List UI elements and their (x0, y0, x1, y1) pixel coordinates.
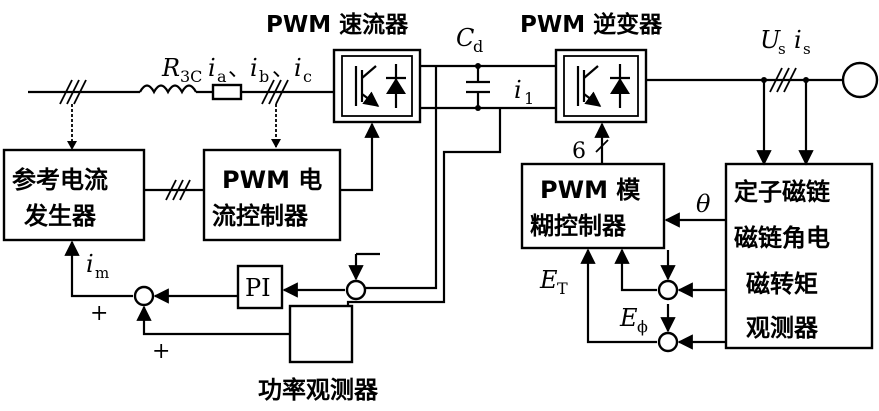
svg-text:i: i (86, 250, 94, 278)
im-sum-junction (133, 285, 155, 307)
pi-block (236, 264, 284, 310)
et-to-fuzzy (614, 248, 657, 292)
power-observer-label: 功率观测器 (258, 376, 379, 404)
svg-text:E: E (539, 266, 558, 294)
output-line (646, 67, 842, 93)
fuzzy-ctrl-label-2: 糊控制器 (530, 212, 627, 240)
resistor-symbol (211, 83, 243, 101)
ephi-to-fuzzy (580, 248, 657, 344)
pwm-inverter-title: PWM 逆变器 (520, 11, 663, 38)
i1-label: i 1 (514, 76, 534, 108)
flux-torque-observer-block (724, 162, 874, 350)
svg-text:i: i (514, 76, 522, 104)
dc-voltage-feedback (364, 66, 438, 290)
plus-sign-1: + (90, 301, 108, 326)
pi-label: PI (245, 274, 271, 302)
svg-text:C: C (456, 24, 474, 52)
current-sensor (261, 79, 289, 148)
six-label: 6 (572, 139, 586, 164)
svg-text:1: 1 (524, 89, 534, 108)
resistor-label: R 3C i a 、 i b 、 i c (161, 54, 312, 86)
svg-text:T: T (557, 279, 568, 298)
svg-text:E: E (619, 304, 638, 332)
svg-text:i: i (250, 54, 258, 82)
svg-text:、: 、 (228, 57, 250, 82)
observer-label-2: 磁链角电 (734, 224, 830, 252)
svg-text:c: c (303, 67, 312, 86)
voltage-sum-junction (345, 279, 367, 301)
pwm-fuzzy-controller-block (520, 162, 666, 250)
theta-label: θ (696, 190, 711, 218)
current-ctrl-to-rectifier (340, 122, 380, 192)
current-ctrl-label-2: 流控制器 (212, 202, 309, 230)
svg-text:、: 、 (272, 57, 294, 82)
current-ctrl-label-1: PWM 电 (222, 166, 322, 194)
ref-current-generator-block (2, 148, 146, 242)
pwm-rectifier-title: PWM 速流器 (266, 11, 409, 38)
im-to-ref-gen (64, 240, 133, 298)
power-observer-block (288, 304, 354, 364)
ref-gen-label-1: 参考电流 (12, 166, 108, 194)
svg-text:i: i (794, 26, 802, 54)
ac-input-line (28, 79, 140, 105)
pwm-inverter-block (554, 48, 648, 124)
svg-text:ϕ: ϕ (637, 317, 648, 336)
et-label: E T (539, 266, 568, 298)
svg-text:s: s (778, 40, 786, 58)
dc-current-feedback (346, 108, 502, 306)
plus-sign-2: + (152, 339, 170, 364)
inductor-symbol (139, 84, 197, 95)
svg-text:i: i (208, 54, 216, 82)
svg-text:U: U (760, 26, 781, 54)
fuzzy-ctrl-label-1: PWM 模 (540, 176, 641, 204)
capacitor-label: C d (456, 24, 483, 56)
observer-label-4: 观测器 (746, 314, 819, 342)
svg-text:d: d (473, 37, 483, 56)
flux-sum-junction (657, 331, 679, 353)
observer-label-1: 定子磁链 (734, 178, 831, 206)
torque-sum-junction (657, 279, 679, 301)
svg-text:b: b (259, 67, 269, 86)
voltage-sensor (67, 104, 77, 150)
svg-text:R: R (161, 54, 180, 82)
svg-text:m: m (95, 264, 109, 282)
svg-text:s: s (803, 40, 811, 58)
svg-text:a: a (217, 67, 227, 86)
svg-text:i: i (294, 54, 302, 82)
pwm-current-controller-block (202, 148, 342, 242)
motor-symbol (841, 61, 879, 99)
observer-label-3: 磁转矩 (746, 270, 818, 298)
im-label: i m (86, 250, 109, 282)
ref-gen-label-2: 发生器 (23, 202, 97, 230)
ephi-label: E ϕ (619, 304, 648, 336)
pwm-rectifier-block (332, 48, 422, 124)
dc-bus (420, 63, 556, 111)
svg-text:3C: 3C (180, 67, 202, 86)
us-is-label: U s i s (760, 26, 811, 58)
power-to-sum (136, 305, 290, 336)
ref-to-current-ctrl (144, 179, 204, 201)
